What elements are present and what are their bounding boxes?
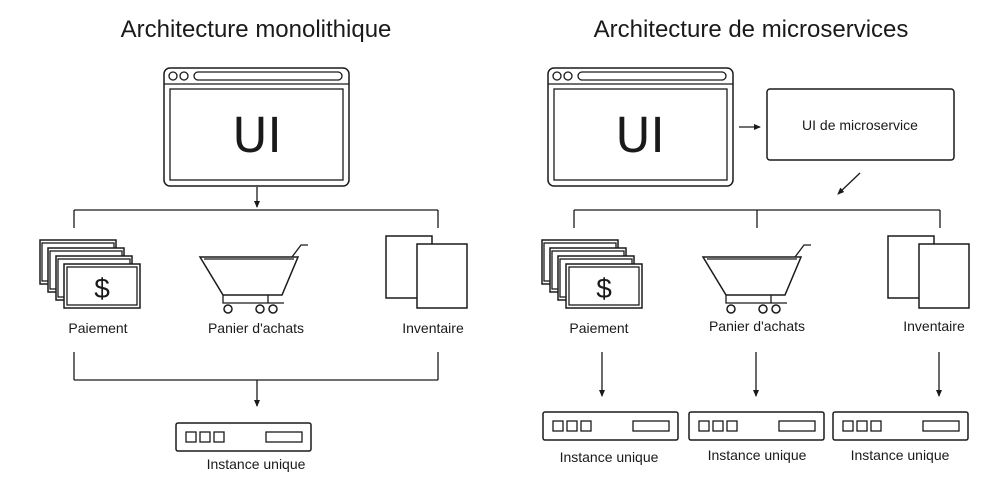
server-instance-icon	[175, 422, 312, 452]
microservices-instance-label-2: Instance unique	[708, 447, 807, 463]
microservices-title: Architecture de microservices	[594, 16, 909, 43]
monolithic-inventory-label: Inventaire	[402, 320, 464, 336]
dollar-bills-icon	[39, 239, 141, 309]
microservices-inventory-label: Inventaire	[903, 318, 965, 334]
monolithic-title: Architecture monolithique	[121, 16, 392, 43]
microservices-connectors	[573, 172, 942, 397]
microservices-cart-label: Panier d'achats	[709, 318, 805, 334]
documents-icon	[887, 235, 970, 309]
documents-icon	[385, 235, 468, 309]
microservices-instance-label-3: Instance unique	[851, 447, 950, 463]
monolithic-connectors	[73, 187, 439, 407]
microservices-instance-label-1: Instance unique	[560, 449, 659, 465]
microservices-payment-label: Paiement	[569, 320, 628, 336]
server-instance-icon	[688, 411, 825, 441]
monolithic-instance-label: Instance unique	[207, 456, 306, 472]
shopping-cart-icon	[199, 244, 309, 314]
microservice-ui-label: UI de microservice	[802, 117, 918, 133]
microservices-ui-label: UI	[615, 108, 664, 164]
shopping-cart-icon	[702, 244, 812, 314]
monolithic-payment-label: Paiement	[68, 320, 127, 336]
monolithic-cart-label: Panier d'achats	[208, 320, 304, 336]
microservice-ui-box	[766, 88, 955, 161]
server-instance-icon	[542, 411, 679, 441]
dollar-bills-icon	[541, 239, 643, 309]
monolithic-ui-label: UI	[232, 108, 281, 164]
server-instance-icon	[832, 411, 969, 441]
